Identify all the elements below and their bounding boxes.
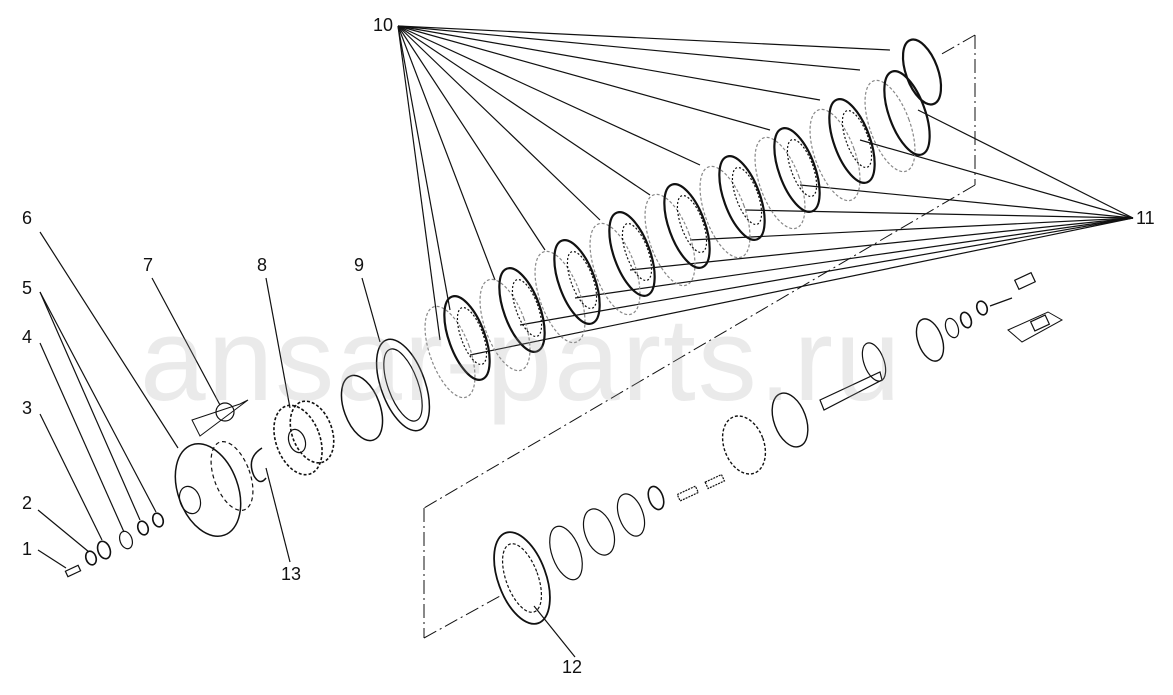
disc-inner-teeth: [456, 109, 873, 366]
planet-carrier: [721, 392, 809, 475]
snap-ring: [250, 447, 267, 483]
axis-lines: [423, 34, 976, 639]
callout-5: 5: [22, 278, 33, 298]
o-ring-9: [340, 374, 384, 442]
leader-lines-10: [397, 25, 891, 341]
disc-steel: [443, 70, 931, 381]
callout-13: 13: [281, 564, 302, 584]
callout-1: 1: [22, 539, 33, 559]
end-snap-ring: [901, 38, 943, 106]
callout-6: 6: [22, 208, 33, 228]
callout-12: 12: [562, 657, 583, 677]
ball-check: [191, 399, 249, 437]
callout-2: 2: [22, 493, 33, 513]
gear-hub: [273, 400, 335, 476]
leader-lines-11: [469, 109, 1134, 356]
clutch-drum: [174, 441, 254, 538]
clutch-disc-stack: [424, 38, 943, 399]
callout-10: 10: [373, 15, 394, 35]
callout-4: 4: [22, 327, 33, 347]
pressure-plate: [375, 338, 431, 432]
leader-lines-parts: [37, 231, 1013, 658]
disc-friction: [424, 79, 916, 399]
callout-9: 9: [354, 255, 365, 275]
callout-3: 3: [22, 398, 33, 418]
callout-8: 8: [257, 255, 268, 275]
callout-7: 7: [143, 255, 154, 275]
callout-11: 11: [1136, 208, 1155, 228]
bearing-race: [493, 473, 726, 625]
output-shaft: [819, 271, 1064, 411]
